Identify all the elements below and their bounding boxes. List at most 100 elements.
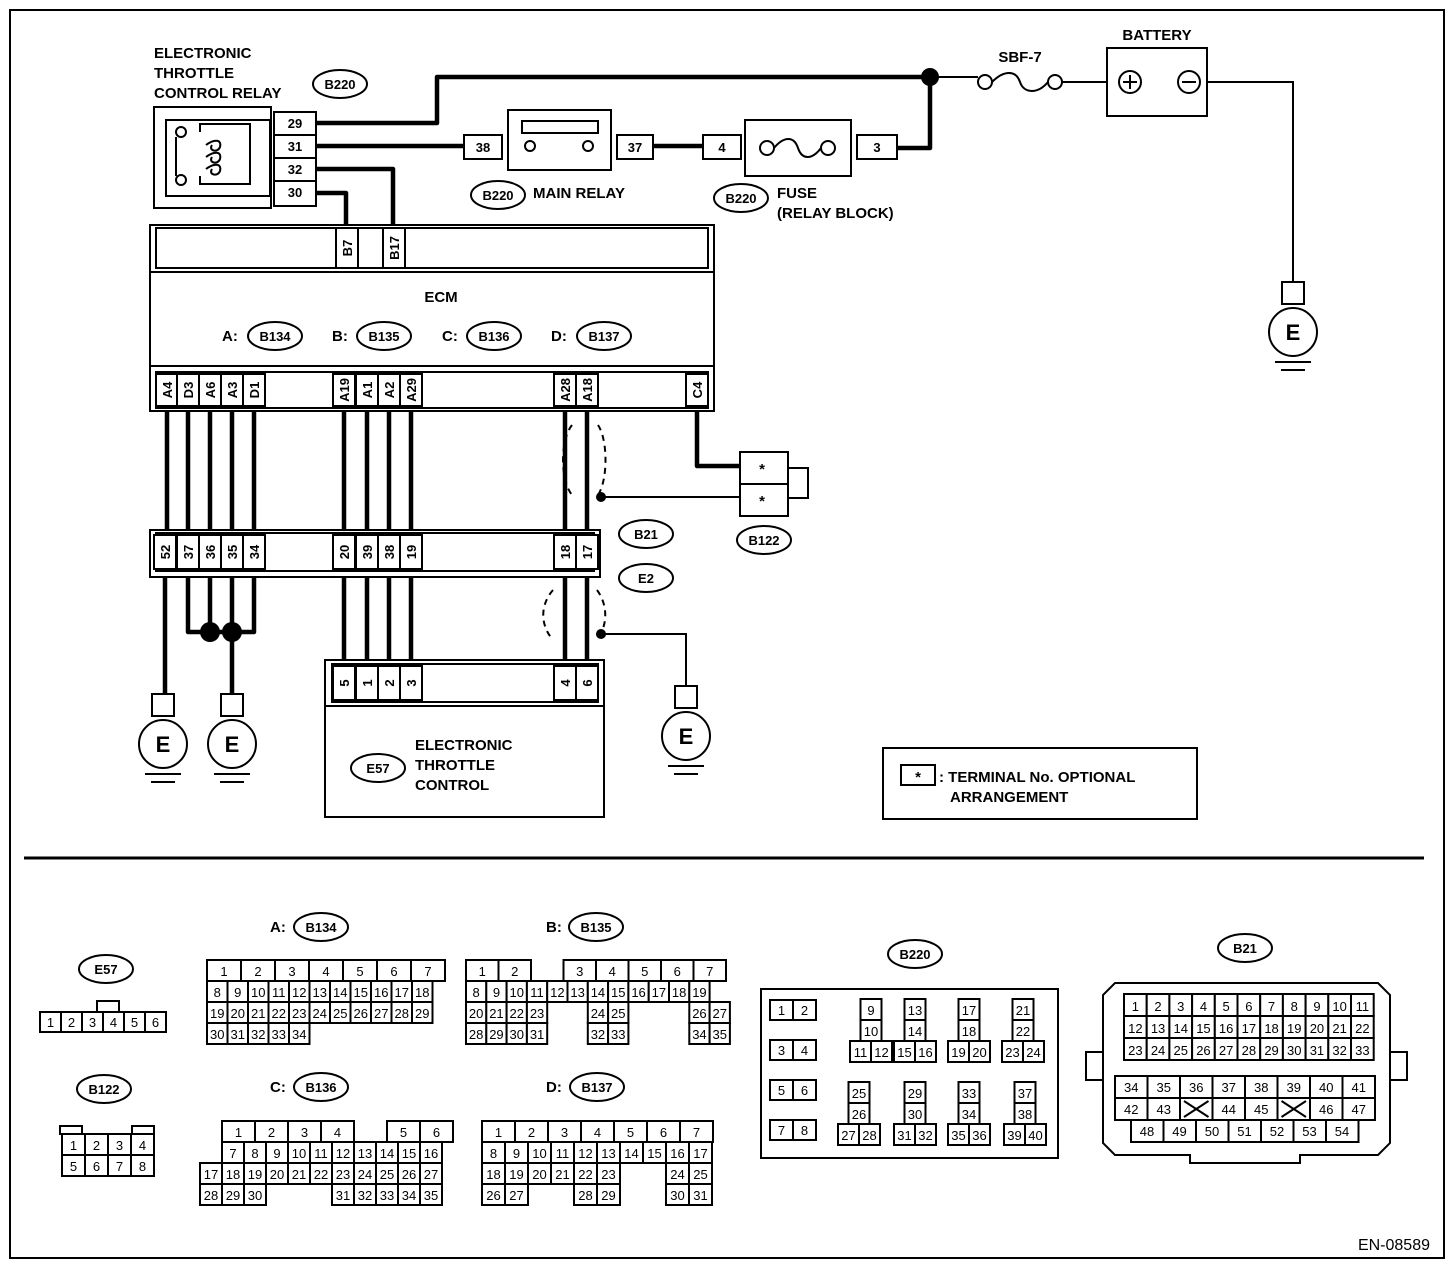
table-b21-pin-39: 39 (1287, 1080, 1301, 1095)
etc-pin-3: 3 (404, 679, 419, 686)
table-b136-pin-22: 22 (314, 1167, 328, 1182)
table-b21-pin-29: 29 (1264, 1043, 1278, 1058)
etc-pin-5: 5 (337, 679, 352, 686)
table-b137-pin-23: 23 (601, 1167, 615, 1182)
b21-pin-38: 38 (382, 545, 397, 559)
ecm-pin-C4: C4 (690, 381, 705, 398)
table-b21-pin-17: 17 (1242, 1021, 1256, 1036)
relay-coil-icon (205, 139, 222, 176)
table-b137-pin-2: 2 (528, 1125, 535, 1140)
ecm-pin-A2: A2 (382, 382, 397, 399)
table-b220-cell (792, 1039, 817, 1061)
table-b136-pin-20: 20 (270, 1167, 284, 1182)
table-b137-pin-22: 22 (578, 1167, 592, 1182)
ecm-pin-A18: A18 (580, 378, 595, 402)
table-b135-pin-23: 23 (530, 1006, 544, 1021)
table-b135-pin-12: 12 (550, 985, 564, 1000)
table-b21-pin-34: 34 (1124, 1080, 1138, 1095)
table-b21-pin-46: 46 (1319, 1102, 1333, 1117)
table-b135-prefix: B: (546, 919, 562, 936)
table-b21-pin-54: 54 (1335, 1124, 1349, 1139)
table-b135-pin-31: 31 (530, 1027, 544, 1042)
etc-title-2: THROTTLE (415, 757, 495, 774)
table-b135-pin-1: 1 (479, 964, 486, 979)
table-b136-pin-14: 14 (380, 1146, 394, 1161)
table-b135-pin-9: 9 (493, 985, 500, 1000)
table-b134-pin-32: 32 (251, 1027, 265, 1042)
table-b21-pin-14: 14 (1174, 1021, 1188, 1036)
ecm-pin-A19: A19 (337, 378, 352, 402)
table-b220-pin-13: 13 (908, 1003, 922, 1018)
fuse-pin-3: 3 (873, 140, 880, 155)
table-b21-pin-35: 35 (1157, 1080, 1171, 1095)
table-b136-pin-29: 29 (226, 1188, 240, 1203)
table-b134-pin-7: 7 (424, 964, 431, 979)
table-b134-pin-28: 28 (395, 1006, 409, 1021)
table-b220-pin-26: 26 (852, 1107, 866, 1122)
table-b21-pin-22: 22 (1355, 1021, 1369, 1036)
table-b136-pin-30: 30 (248, 1188, 262, 1203)
table-b21-pin-52: 52 (1270, 1124, 1284, 1139)
table-b135-pin-33: 33 (611, 1027, 625, 1042)
table-b137-pin-10: 10 (532, 1146, 546, 1161)
table-b134-pin-13: 13 (313, 985, 327, 1000)
table-b136-pin-33: 33 (380, 1188, 394, 1203)
ecm-conn-b-prefix: B: (332, 328, 348, 345)
etc-conn-id: E57 (366, 761, 389, 776)
table-e57-pin-6: 6 (152, 1015, 159, 1030)
b21-pin-cell (242, 534, 266, 570)
table-b220-cell (792, 1119, 817, 1141)
table-b137-pin-4: 4 (594, 1125, 601, 1140)
b21-conn-id: B21 (634, 527, 658, 542)
table-b135-cell (708, 1022, 731, 1045)
table-b136-pin-1: 1 (235, 1125, 242, 1140)
table-b122-id: B122 (88, 1082, 119, 1097)
table-b220-pin-16: 16 (918, 1045, 932, 1060)
table-b220-pin-36: 36 (972, 1128, 986, 1143)
table-b135-pin-17: 17 (652, 985, 666, 1000)
table-b220-pin-2: 2 (801, 1003, 808, 1018)
wires (162, 74, 1294, 697)
ground-tab (151, 693, 175, 717)
table-b122-cell (130, 1154, 155, 1177)
table-b135-cell (607, 1022, 630, 1045)
table-b21-pin-28: 28 (1242, 1043, 1256, 1058)
table-b21-pin-24: 24 (1151, 1043, 1165, 1058)
table-b135-pin-19: 19 (692, 985, 706, 1000)
table-b137-pin-12: 12 (578, 1146, 592, 1161)
table-b220-pin-40: 40 (1028, 1128, 1042, 1143)
relay-pin-30: 30 (288, 185, 302, 200)
table-b134-pin-29: 29 (415, 1006, 429, 1021)
table-e57-pin-4: 4 (110, 1015, 117, 1030)
ecm-conn-c-id: B136 (478, 329, 509, 344)
table-b134-pin-34: 34 (292, 1027, 306, 1042)
table-b136-pin-6: 6 (433, 1125, 440, 1140)
table-b135-pin-30: 30 (510, 1027, 524, 1042)
table-b220-cell (968, 1123, 991, 1146)
b122-connector: * * B122 (736, 451, 809, 555)
table-b136-cell (419, 1183, 443, 1206)
b122-pin-1: * (759, 461, 765, 478)
ecm-pin-B17: B17 (387, 236, 402, 260)
table-b21-pin-37: 37 (1222, 1080, 1236, 1095)
table-b135-pin-28: 28 (469, 1027, 483, 1042)
table-b21-cell (1325, 1119, 1360, 1143)
table-b220-pin-14: 14 (908, 1024, 922, 1039)
ground-icon (138, 719, 188, 769)
table-b137-pin-9: 9 (513, 1146, 520, 1161)
main-relay-label: MAIN RELAY (533, 185, 625, 202)
ecm-pin-A28: A28 (558, 378, 573, 402)
ecm-pin-A6: A6 (203, 382, 218, 399)
ground-tab (1281, 281, 1305, 305)
table-b134-pin-30: 30 (210, 1027, 224, 1042)
table-b220-pin-7: 7 (778, 1123, 785, 1138)
table-b135-pin-34: 34 (692, 1027, 706, 1042)
table-b137-pin-6: 6 (660, 1125, 667, 1140)
legend-symbol: * (915, 769, 921, 786)
table-b220-pin-29: 29 (908, 1086, 922, 1101)
b122-conn-id: B122 (748, 533, 779, 548)
b21-pin-18: 18 (558, 545, 573, 559)
table-b220-pin-27: 27 (841, 1128, 855, 1143)
table-b220-pin-12: 12 (874, 1045, 888, 1060)
